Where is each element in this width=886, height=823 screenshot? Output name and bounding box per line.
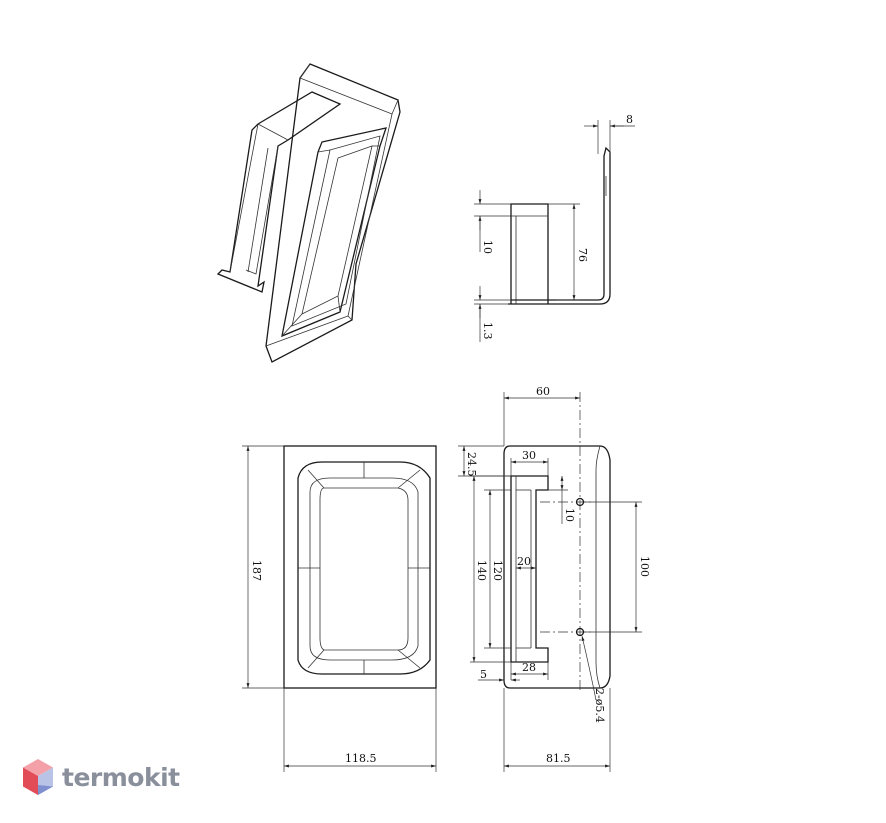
dim-section-lip: 10 bbox=[563, 508, 576, 522]
dim-front-height: 187 bbox=[250, 560, 263, 581]
dim-section-holes: 2-ø5.4 bbox=[593, 688, 606, 723]
dim-section-hole-spacing: 100 bbox=[638, 556, 651, 577]
dim-section-inner: 120 bbox=[491, 560, 504, 581]
section-view bbox=[458, 392, 642, 772]
brand-logo: termokit bbox=[22, 758, 180, 796]
front-view bbox=[242, 445, 437, 772]
dim-side-lip: 10 bbox=[481, 240, 494, 254]
brand-name: termokit bbox=[62, 762, 180, 792]
isometric-view bbox=[216, 63, 401, 363]
dim-section-width-top: 60 bbox=[536, 385, 550, 398]
dimension-labels: 8 10 76 1.3 187 118.5 60 24.5 30 10 100 … bbox=[250, 113, 651, 765]
dim-section-offset: 24.5 bbox=[465, 452, 478, 477]
dim-section-pocket-width: 30 bbox=[522, 449, 536, 462]
side-view bbox=[474, 120, 635, 342]
dim-front-width: 118.5 bbox=[345, 752, 377, 765]
dim-side-top-width: 8 bbox=[626, 113, 633, 126]
cube-logo-icon bbox=[23, 759, 53, 795]
dim-section-bottom-width: 28 bbox=[522, 661, 536, 674]
dim-side-thickness: 1.3 bbox=[481, 322, 494, 340]
dim-side-height: 76 bbox=[576, 248, 589, 262]
dim-section-width-bottom: 81.5 bbox=[546, 752, 571, 765]
dim-section-edge: 5 bbox=[480, 668, 487, 681]
dim-section-outer: 140 bbox=[475, 560, 488, 581]
dim-section-depth: 20 bbox=[517, 555, 531, 568]
